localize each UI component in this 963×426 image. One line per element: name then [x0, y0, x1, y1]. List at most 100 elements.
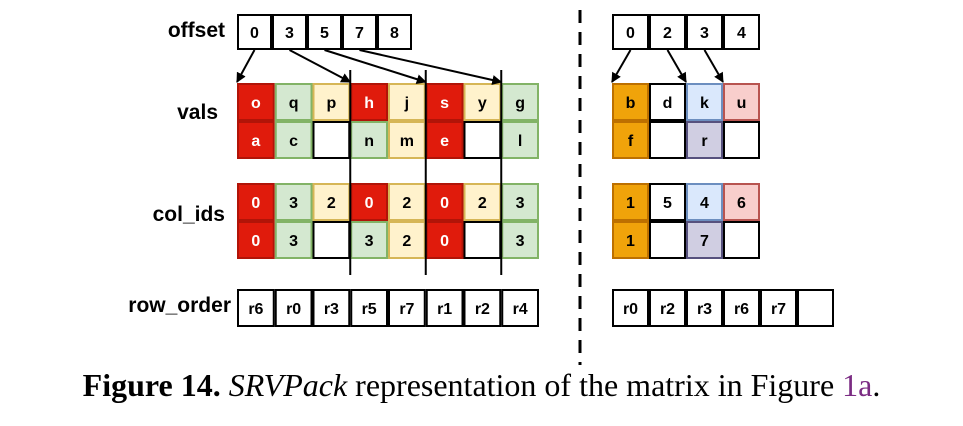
left-colids-r0-c0-text: 0 — [251, 195, 260, 212]
right-vals-r0-c1-text: d — [663, 95, 673, 112]
left-colids-r1-c1-text: 3 — [289, 233, 298, 250]
caption-end: . — [872, 367, 881, 403]
left-colids-r1-c4: 2 — [388, 221, 426, 259]
left-vals-r1-c4-box — [388, 121, 426, 159]
left-colids-r1-c2-box — [312, 221, 351, 259]
left-colids-r1-c2 — [312, 221, 351, 259]
left-colids-r0-c2: 2 — [312, 183, 351, 221]
right-roworder-5 — [797, 289, 834, 327]
right-vals-r1-c2-box — [686, 121, 723, 159]
left-colids-r1-c1: 3 — [274, 221, 313, 259]
left-colids-r1-c4-box — [388, 221, 426, 259]
right-vals-r0-c2: k — [686, 83, 723, 121]
left-colids-r1-c0: 0 — [237, 221, 275, 259]
left-vals-r0-c0: o — [237, 83, 275, 121]
left-roworder-1: r0 — [274, 289, 313, 327]
left-colids-r0-c6-text: 2 — [478, 195, 487, 212]
left-offset-arrow-0 — [236, 49, 256, 83]
right-offset-3-box — [723, 14, 760, 50]
left-vals-r0-c1-text: q — [289, 95, 299, 112]
right-colids-r0-c3-box — [723, 183, 760, 221]
right-vals-r1-c0: f — [612, 121, 649, 159]
right-colids-r0-c3: 6 — [723, 183, 760, 221]
left-colids-r0-c4-text: 2 — [402, 195, 411, 212]
right-roworder-5-box — [797, 289, 834, 327]
left-roworder-5: r1 — [425, 289, 464, 327]
left-colids-r1-c5-text: 0 — [440, 233, 449, 250]
left-roworder-1-box — [274, 289, 313, 327]
right-vals-r0-c0-text: b — [626, 95, 636, 112]
left-vals-r1-c1: c — [274, 121, 313, 159]
right-vals-r0-c3-text: u — [737, 95, 747, 112]
left-roworder-0: r6 — [237, 289, 275, 327]
left-roworder-7: r4 — [501, 289, 539, 327]
left-vals-r0-c6-text: y — [478, 95, 487, 112]
left-offset-3-text: 7 — [355, 25, 364, 42]
right-offset-1-text: 2 — [663, 25, 672, 42]
right-colids-r0-c0: 1 — [612, 183, 649, 221]
right-vals-r1-c1-box — [649, 121, 686, 159]
right-offset-arrow-1 — [666, 49, 687, 83]
left-colids-r1-c6-box — [463, 221, 502, 259]
right-vals-r1-c2-text: r — [701, 133, 707, 150]
left-vals-r1-c7-box — [501, 121, 539, 159]
left-roworder-3: r5 — [350, 289, 388, 327]
figure-caption: Figure 14. SRVPack representation of the… — [0, 367, 963, 404]
label-offset: offset — [168, 19, 225, 42]
label-row-order: row_order — [128, 294, 231, 317]
right-vals-r0-c2-box — [686, 83, 723, 121]
left-colids-r1-c4-text: 2 — [402, 233, 411, 250]
left-offset-1-box — [272, 14, 307, 50]
right-vals-r0-c3-box — [723, 83, 760, 121]
left-vals-r0-c6-box — [463, 83, 502, 121]
left-vals-r1-c4-text: m — [400, 133, 414, 150]
left-colids-r1-c6 — [463, 221, 502, 259]
right-offset-3: 4 — [723, 14, 760, 50]
caption-figure-link[interactable]: 1a — [842, 367, 873, 403]
left-offset-1-text: 3 — [285, 25, 294, 42]
left-offset-0-text: 0 — [250, 25, 259, 42]
left-offset-4-text: 8 — [390, 25, 399, 42]
left-vals-r0-c4-text: j — [404, 95, 409, 112]
left-roworder-6-box — [463, 289, 502, 327]
left-vals-r0-c3-text: h — [364, 95, 374, 112]
left-vals-r1-c0: a — [237, 121, 275, 159]
right-colids-r1-c1 — [649, 221, 686, 259]
left-vals-r0-c0-box — [237, 83, 275, 121]
left-vals-r0-c2-box — [312, 83, 351, 121]
left-offset-0: 0 — [237, 14, 272, 50]
left-offset-3-box — [342, 14, 377, 50]
right-offset-2-box — [686, 14, 723, 50]
right-colids-r0-c2-box — [686, 183, 723, 221]
left-vals-r1-c5: e — [425, 121, 464, 159]
right-colids-r0-c1: 5 — [649, 183, 686, 221]
right-colids-r0-c1-text: 5 — [663, 195, 672, 212]
left-colids-r1-c3-text: 3 — [365, 233, 374, 250]
left-roworder-2: r3 — [312, 289, 351, 327]
right-roworder-0-text: r0 — [623, 301, 638, 318]
right-vals-r1-c3-box — [723, 121, 760, 159]
left-roworder-3-box — [350, 289, 388, 327]
left-colids-r0-c1-box — [274, 183, 313, 221]
label-col-ids: col_ids — [153, 203, 225, 226]
right-vals-r1-c0-text: f — [628, 133, 634, 150]
right-colids-r1-c2-box — [686, 221, 723, 259]
left-colids-r1-c0-text: 0 — [251, 233, 260, 250]
left-vals-r1-c7: l — [501, 121, 539, 159]
left-offset-2-box — [307, 14, 342, 50]
left-colids-r1-c7-text: 3 — [516, 233, 525, 250]
right-vals-r0-c1-box — [649, 83, 686, 121]
left-roworder-5-text: r1 — [437, 301, 452, 318]
right-colids-r0-c3-text: 6 — [737, 195, 746, 212]
left-roworder-7-text: r4 — [513, 301, 528, 318]
right-vals-r0-c0: b — [612, 83, 649, 121]
right-roworder-0: r0 — [612, 289, 649, 327]
left-offset-4-box — [377, 14, 412, 50]
right-colids-r0-c0-text: 1 — [626, 195, 635, 212]
right-colids-r0-c0-box — [612, 183, 649, 221]
right-roworder-0-box — [612, 289, 649, 327]
left-roworder-4-text: r7 — [399, 301, 414, 318]
right-offset-1: 2 — [649, 14, 686, 50]
